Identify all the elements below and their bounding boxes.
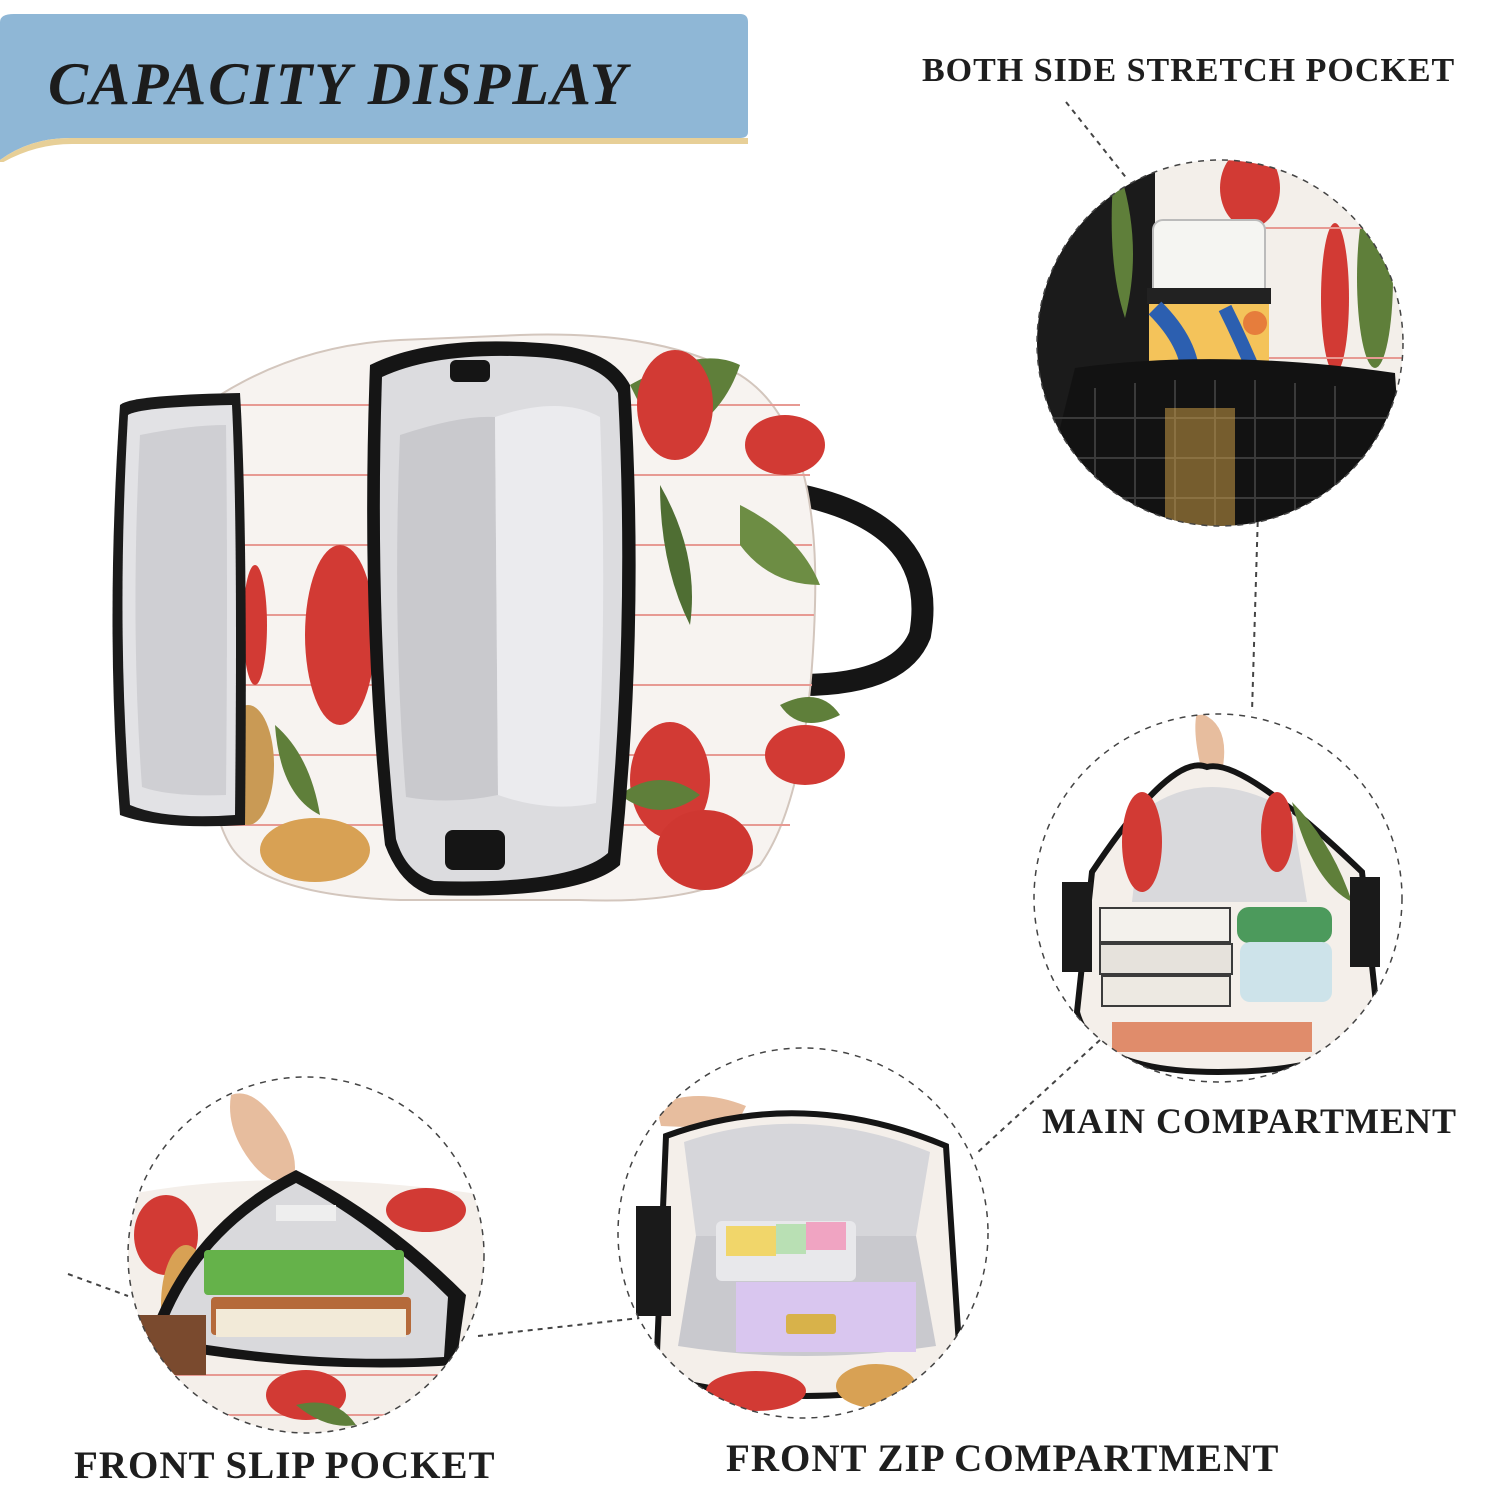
- front-slip-pocket-photo: [127, 1076, 485, 1434]
- side-pocket-photo: [1036, 159, 1404, 527]
- front-zip-compartment-photo: [617, 1047, 989, 1419]
- capacity-banner: CAPACITY DISPLAY: [0, 14, 748, 162]
- open-backpack-top-view: [112, 333, 934, 902]
- main-compartment-caption: MAIN COMPARTMENT: [1042, 1101, 1458, 1141]
- main-compartment-photo: [1033, 713, 1403, 1083]
- side-pocket-caption: BOTH SIDE STRETCH POCKET: [922, 52, 1456, 89]
- front-slip-pocket-caption: FRONT SLIP POCKET: [74, 1444, 496, 1487]
- banner-title: CAPACITY DISPLAY: [48, 51, 629, 117]
- banner-shape: [0, 14, 748, 162]
- front-zip-compartment-caption: FRONT ZIP COMPARTMENT: [726, 1437, 1280, 1480]
